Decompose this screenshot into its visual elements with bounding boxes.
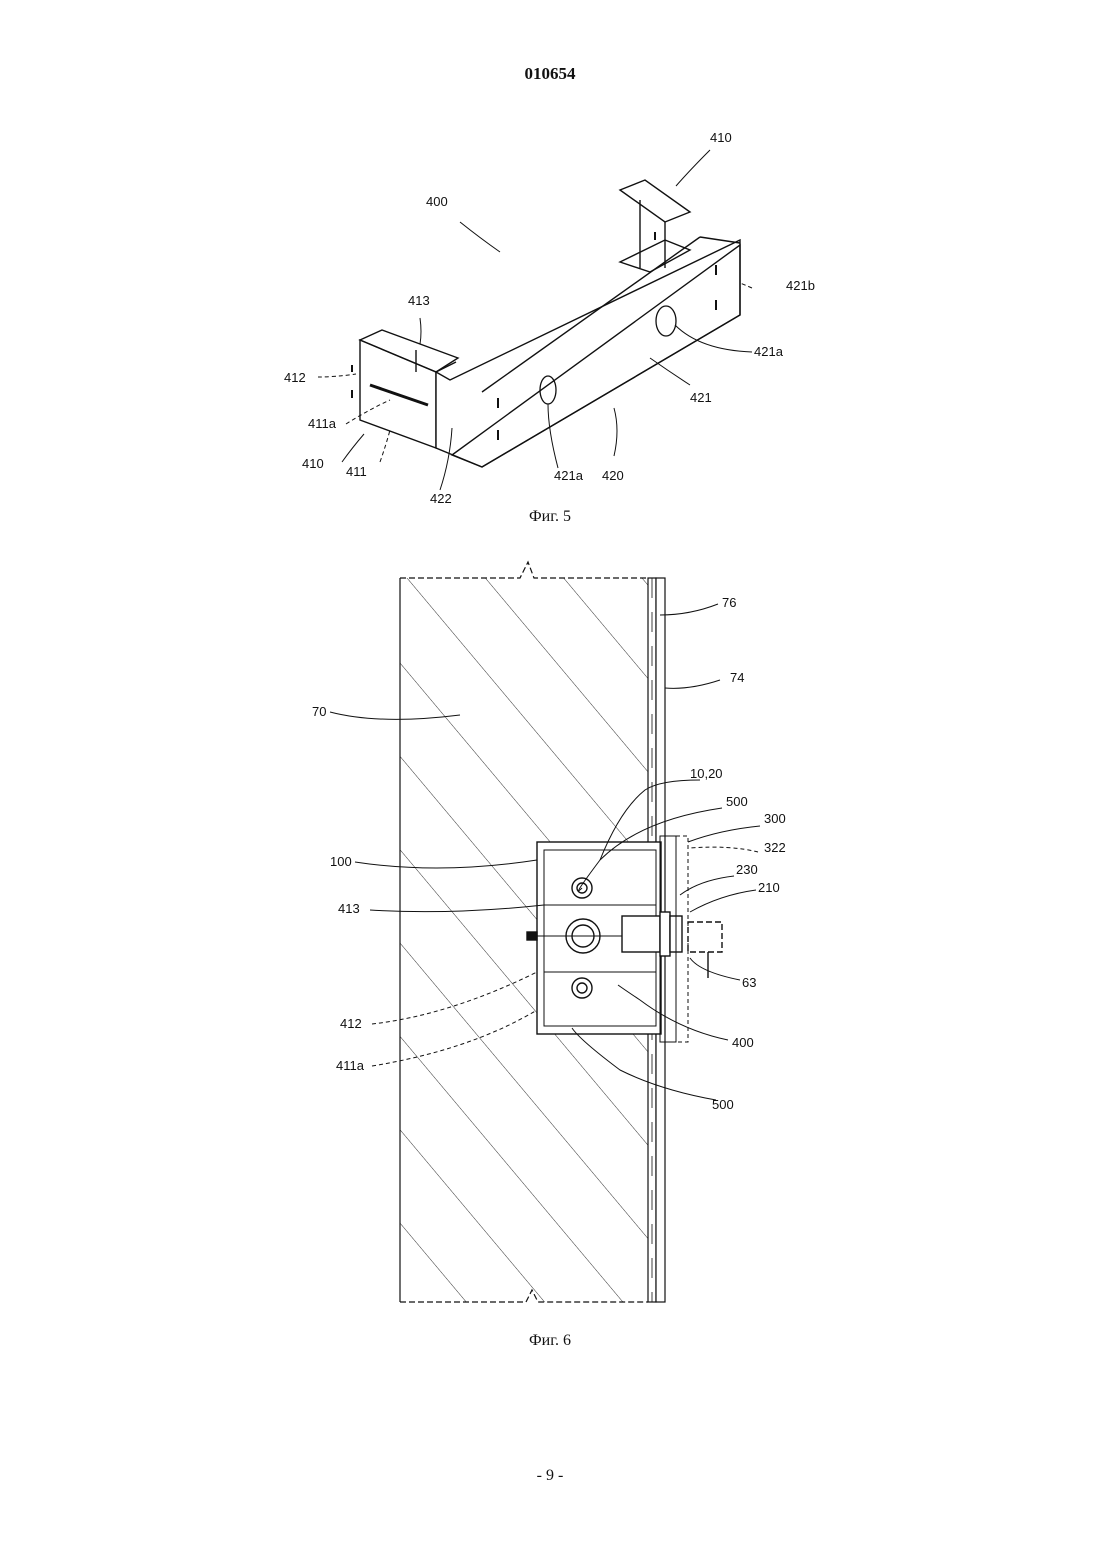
label-322: 322 xyxy=(764,840,786,855)
label-412-fig6: 412 xyxy=(340,1016,362,1031)
label-400: 400 xyxy=(426,194,448,209)
label-400-fig6: 400 xyxy=(732,1035,754,1050)
label-70: 70 xyxy=(312,704,326,719)
label-74: 74 xyxy=(730,670,744,685)
label-300: 300 xyxy=(764,811,786,826)
figure-6-caption: Фиг. 6 xyxy=(0,1332,1100,1350)
label-420: 420 xyxy=(602,468,624,483)
label-76: 76 xyxy=(722,595,736,610)
bracket-400-outline xyxy=(360,180,740,467)
label-412: 412 xyxy=(284,370,306,385)
label-410-left: 410 xyxy=(302,456,324,471)
label-421: 421 xyxy=(690,390,712,405)
label-411a: 411a xyxy=(308,416,337,431)
label-422: 422 xyxy=(430,491,452,506)
label-500-bottom: 500 xyxy=(712,1097,734,1112)
page-number: - 9 - xyxy=(0,1467,1100,1485)
label-421a-right: 421a xyxy=(754,344,784,359)
label-411a-fig6: 411a xyxy=(336,1058,365,1073)
label-100: 100 xyxy=(330,854,352,869)
label-413: 413 xyxy=(408,293,430,308)
junction-box-400 xyxy=(527,836,722,1042)
label-210: 210 xyxy=(758,880,780,895)
label-421b: 421b xyxy=(786,278,815,293)
label-413-fig6: 413 xyxy=(338,901,360,916)
label-411: 411 xyxy=(346,464,367,479)
label-63: 63 xyxy=(742,975,756,990)
label-500-top: 500 xyxy=(726,794,748,809)
label-421a-bottom: 421a xyxy=(554,468,584,483)
label-10-20: 10,20 xyxy=(690,766,723,781)
label-230: 230 xyxy=(736,862,758,877)
figure-5-caption: Фиг. 5 xyxy=(0,508,1100,526)
label-410-top: 410 xyxy=(710,130,732,145)
